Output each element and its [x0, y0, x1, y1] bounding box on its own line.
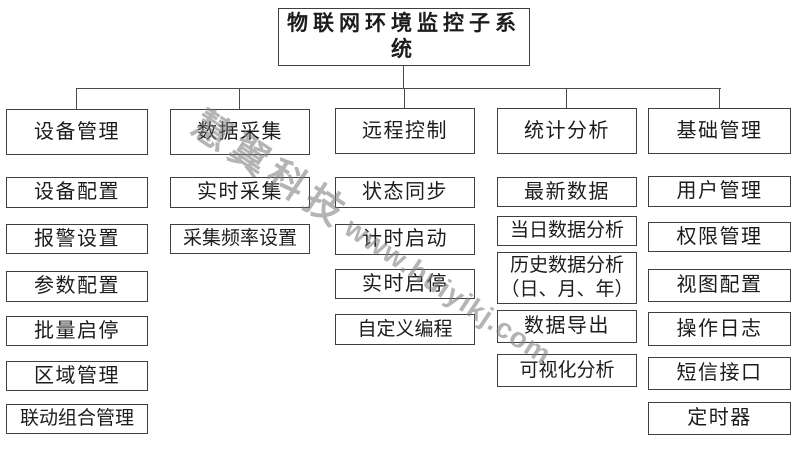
permission-management-node: 权限管理	[648, 222, 791, 252]
remote-control-node: 远程控制	[335, 108, 475, 154]
basic-management-node: 基础管理	[648, 108, 791, 154]
timer-node: 定时器	[648, 402, 791, 435]
realtime-start-stop-node: 实时启停	[335, 269, 475, 299]
batch-start-stop-node: 批量启停	[6, 316, 148, 346]
connector-drop-col5	[719, 88, 720, 110]
root-node-title: 物联网环境监控子系统	[278, 8, 530, 66]
status-sync-node: 状态同步	[335, 177, 475, 208]
connector-drop-col2	[239, 88, 240, 110]
historical-data-analysis-node: 历史数据分析（日、月、年）	[497, 252, 637, 304]
alarm-settings-node: 报警设置	[6, 224, 148, 254]
view-config-node: 视图配置	[648, 269, 791, 302]
device-management-node: 设备管理	[6, 109, 148, 155]
data-collection-node: 数据采集	[170, 109, 310, 155]
operation-log-node: 操作日志	[648, 312, 791, 346]
sms-interface-node: 短信接口	[648, 357, 791, 390]
connector-bus	[76, 88, 721, 89]
custom-programming-node: 自定义编程	[335, 314, 475, 345]
timed-start-node: 计时启动	[335, 224, 475, 255]
connector-drop-col1	[76, 88, 77, 110]
connector-root-drop	[403, 66, 404, 89]
visualization-analysis-node: 可视化分析	[497, 354, 637, 387]
collection-frequency-settings-node: 采集频率设置	[170, 224, 310, 254]
statistical-analysis-node: 统计分析	[497, 108, 637, 154]
realtime-collection-node: 实时采集	[170, 177, 310, 208]
area-management-node: 区域管理	[6, 361, 148, 391]
parameter-config-node: 参数配置	[6, 271, 148, 302]
user-management-node: 用户管理	[648, 176, 791, 207]
linkage-group-management-node: 联动组合管理	[6, 404, 148, 434]
latest-data-node: 最新数据	[497, 177, 637, 207]
daily-data-analysis-node: 当日数据分析	[497, 216, 637, 246]
data-export-node: 数据导出	[497, 310, 637, 343]
device-config-node: 设备配置	[6, 177, 148, 208]
connector-drop-col3	[404, 88, 405, 110]
connector-drop-col4	[566, 88, 567, 110]
